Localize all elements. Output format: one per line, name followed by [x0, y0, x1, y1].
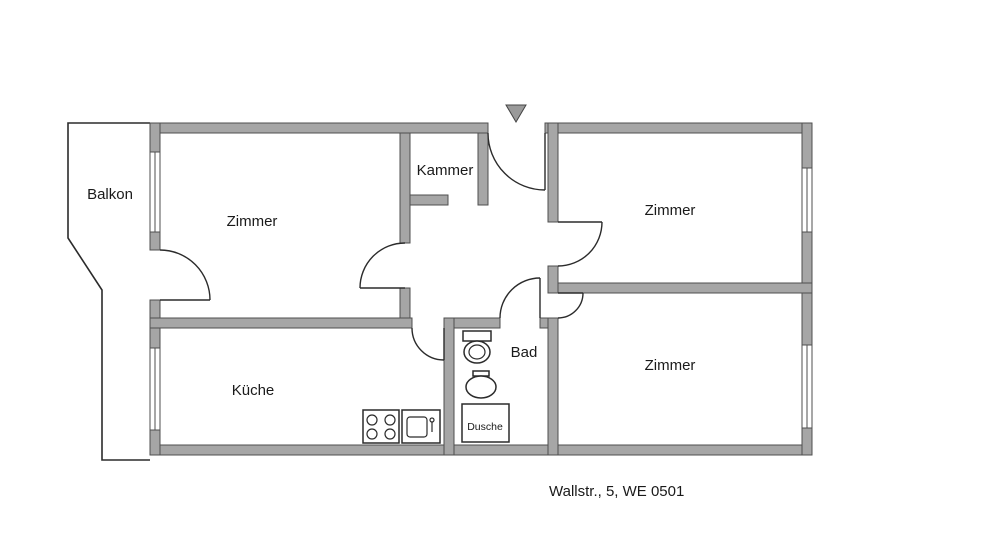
wall-segment [539, 317, 549, 329]
shower-tray-icon: Dusche [461, 403, 510, 443]
wall-segment [399, 287, 411, 319]
room-label-balkon: Balkon [87, 186, 133, 203]
door-swing [359, 242, 406, 289]
toilet-icon [462, 330, 492, 364]
window [149, 151, 161, 233]
stove-icon [362, 409, 400, 444]
wall-segment [557, 282, 813, 294]
window [801, 344, 813, 429]
wall-segment [477, 132, 489, 206]
door-swing [411, 327, 445, 361]
wall-segment [149, 444, 813, 456]
wall-segment [453, 317, 501, 329]
windows [149, 151, 813, 431]
wall-segment [149, 429, 161, 456]
window [801, 167, 813, 233]
wall-segment [547, 122, 559, 223]
wall-segment [801, 427, 813, 456]
interior-walls [149, 122, 813, 456]
room-label-kueche: Küche [232, 382, 275, 399]
wall-segment [443, 317, 455, 456]
wall-segment [409, 194, 449, 206]
wall-segment [547, 317, 559, 456]
window [149, 347, 161, 431]
doors [159, 132, 603, 361]
wall-segment [399, 132, 411, 244]
wall-segment [547, 265, 559, 294]
door-swing [487, 132, 546, 191]
washbasin-icon [465, 370, 497, 399]
room-label-bad: Bad [511, 344, 538, 361]
kitchen-sink-icon [401, 409, 441, 444]
wall-segment [149, 231, 161, 251]
wall-segment [149, 122, 489, 134]
room-label-zimmer-top-right: Zimmer [645, 202, 696, 219]
wall-segment [801, 122, 813, 169]
plan-caption: Wallstr., 5, WE 0501 [549, 483, 684, 500]
wall-segment [544, 122, 813, 134]
room-label-zimmer-top-left: Zimmer [227, 213, 278, 230]
door-swing [499, 277, 541, 319]
balcony-outline [67, 122, 150, 461]
door-swing [557, 292, 584, 319]
wall-segment [149, 122, 161, 153]
wall-segment [149, 317, 413, 329]
door-swing [557, 221, 603, 267]
entrance-arrow-icon [505, 104, 527, 123]
door-swing [159, 249, 211, 301]
room-label-zimmer-bottom-right: Zimmer [645, 357, 696, 374]
room-label-kammer: Kammer [417, 162, 474, 179]
dusche-label: Dusche [467, 421, 503, 433]
